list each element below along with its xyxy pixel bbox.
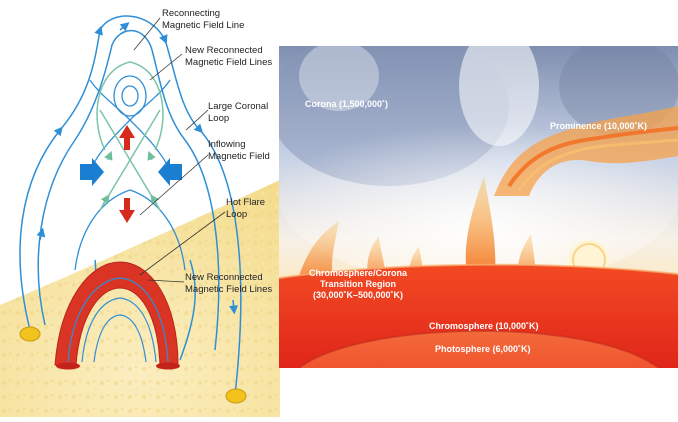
solar-atmosphere-svg: [279, 46, 678, 368]
flare-diagram: Reconnecting Magnetic Field Line New Rec…: [0, 0, 280, 417]
inflow-arrow-right: [158, 158, 182, 186]
label-new-reconnected-bottom: New Reconnected Magnetic Field Lines: [185, 272, 272, 295]
label-new-reconnected-top: New Reconnected Magnetic Field Lines: [185, 45, 272, 68]
outflow-arrow-down: [119, 198, 135, 223]
label-photosphere: Photosphere (6,000˚K): [435, 344, 531, 355]
footpoint-right: [226, 389, 246, 403]
label-chromosphere: Chromosphere (10,000˚K): [429, 321, 539, 332]
label-reconnecting-line: Reconnecting Magnetic Field Line: [162, 8, 244, 31]
inflow-arrow-left: [80, 158, 104, 186]
label-large-coronal-loop: Large Coronal Loop: [208, 101, 268, 124]
label-transition-region: Chromosphere/Corona Transition Region (3…: [293, 268, 423, 301]
label-inflowing-field: Inflowing Magnetic Field: [208, 139, 270, 162]
label-hot-flare-loop: Hot Flare Loop: [226, 197, 265, 220]
solar-atmosphere-illustration: Corona (1,500,000˚) Prominence (10,000˚K…: [279, 46, 678, 368]
label-corona: Corona (1,500,000˚): [305, 99, 388, 110]
footpoint-left: [20, 327, 40, 341]
label-prominence: Prominence (10,000˚K): [550, 121, 647, 132]
